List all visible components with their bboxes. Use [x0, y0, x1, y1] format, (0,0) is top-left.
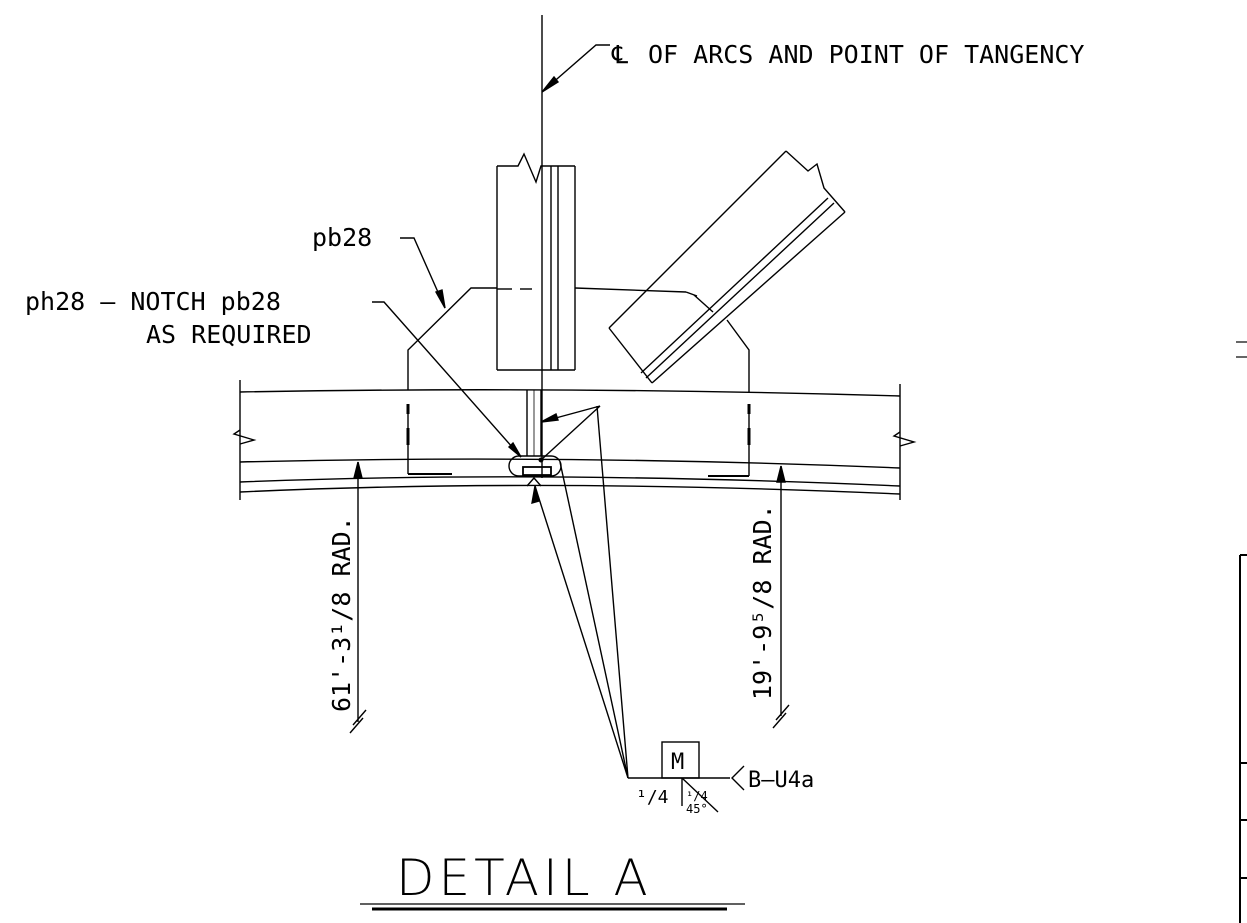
curved-chord: [232, 380, 917, 500]
centerline-label: OF ARCS AND POINT OF TANGENCY: [648, 40, 1085, 69]
centerline-symbol: ℄: [611, 40, 628, 69]
ph28-label-line2: AS REQUIRED: [146, 320, 312, 349]
detail-title: DETAIL A: [396, 849, 652, 907]
diagonal-member: [608, 150, 846, 384]
stiffener-ph28: [508, 390, 562, 487]
pb28-label: pb28: [312, 223, 372, 252]
weld-m-box: [661, 741, 700, 779]
weld-fraction-label: ¹/4: [686, 789, 708, 803]
weld-angle-label: 45°: [686, 802, 708, 816]
ph28-label-line1: ph28 — NOTCH pb28: [25, 287, 281, 316]
weld-reference-label: B—U4a: [748, 768, 814, 793]
pb28-arrow: [434, 289, 446, 309]
centerline-leader: [541, 44, 610, 93]
ph28-leader: [372, 301, 522, 458]
rad-right-label: 19'-9⁵/8 RAD.: [748, 504, 777, 700]
centerline-arrow: [541, 75, 560, 93]
table-fragment: [1239, 554, 1247, 923]
ph28-arrow: [507, 441, 522, 458]
pb28-leader: [400, 237, 446, 309]
gusset-plate-pb28: [406, 287, 751, 477]
edge-fragment-mark: [1236, 341, 1247, 358]
rad-left-label: 61'-3¹/8 RAD.: [327, 516, 356, 712]
vertical-member: [496, 152, 576, 371]
diagonal-leader: [540, 405, 601, 461]
weld-symbol-label: M: [671, 750, 684, 775]
weld-size-label: ¹/4: [636, 787, 669, 808]
